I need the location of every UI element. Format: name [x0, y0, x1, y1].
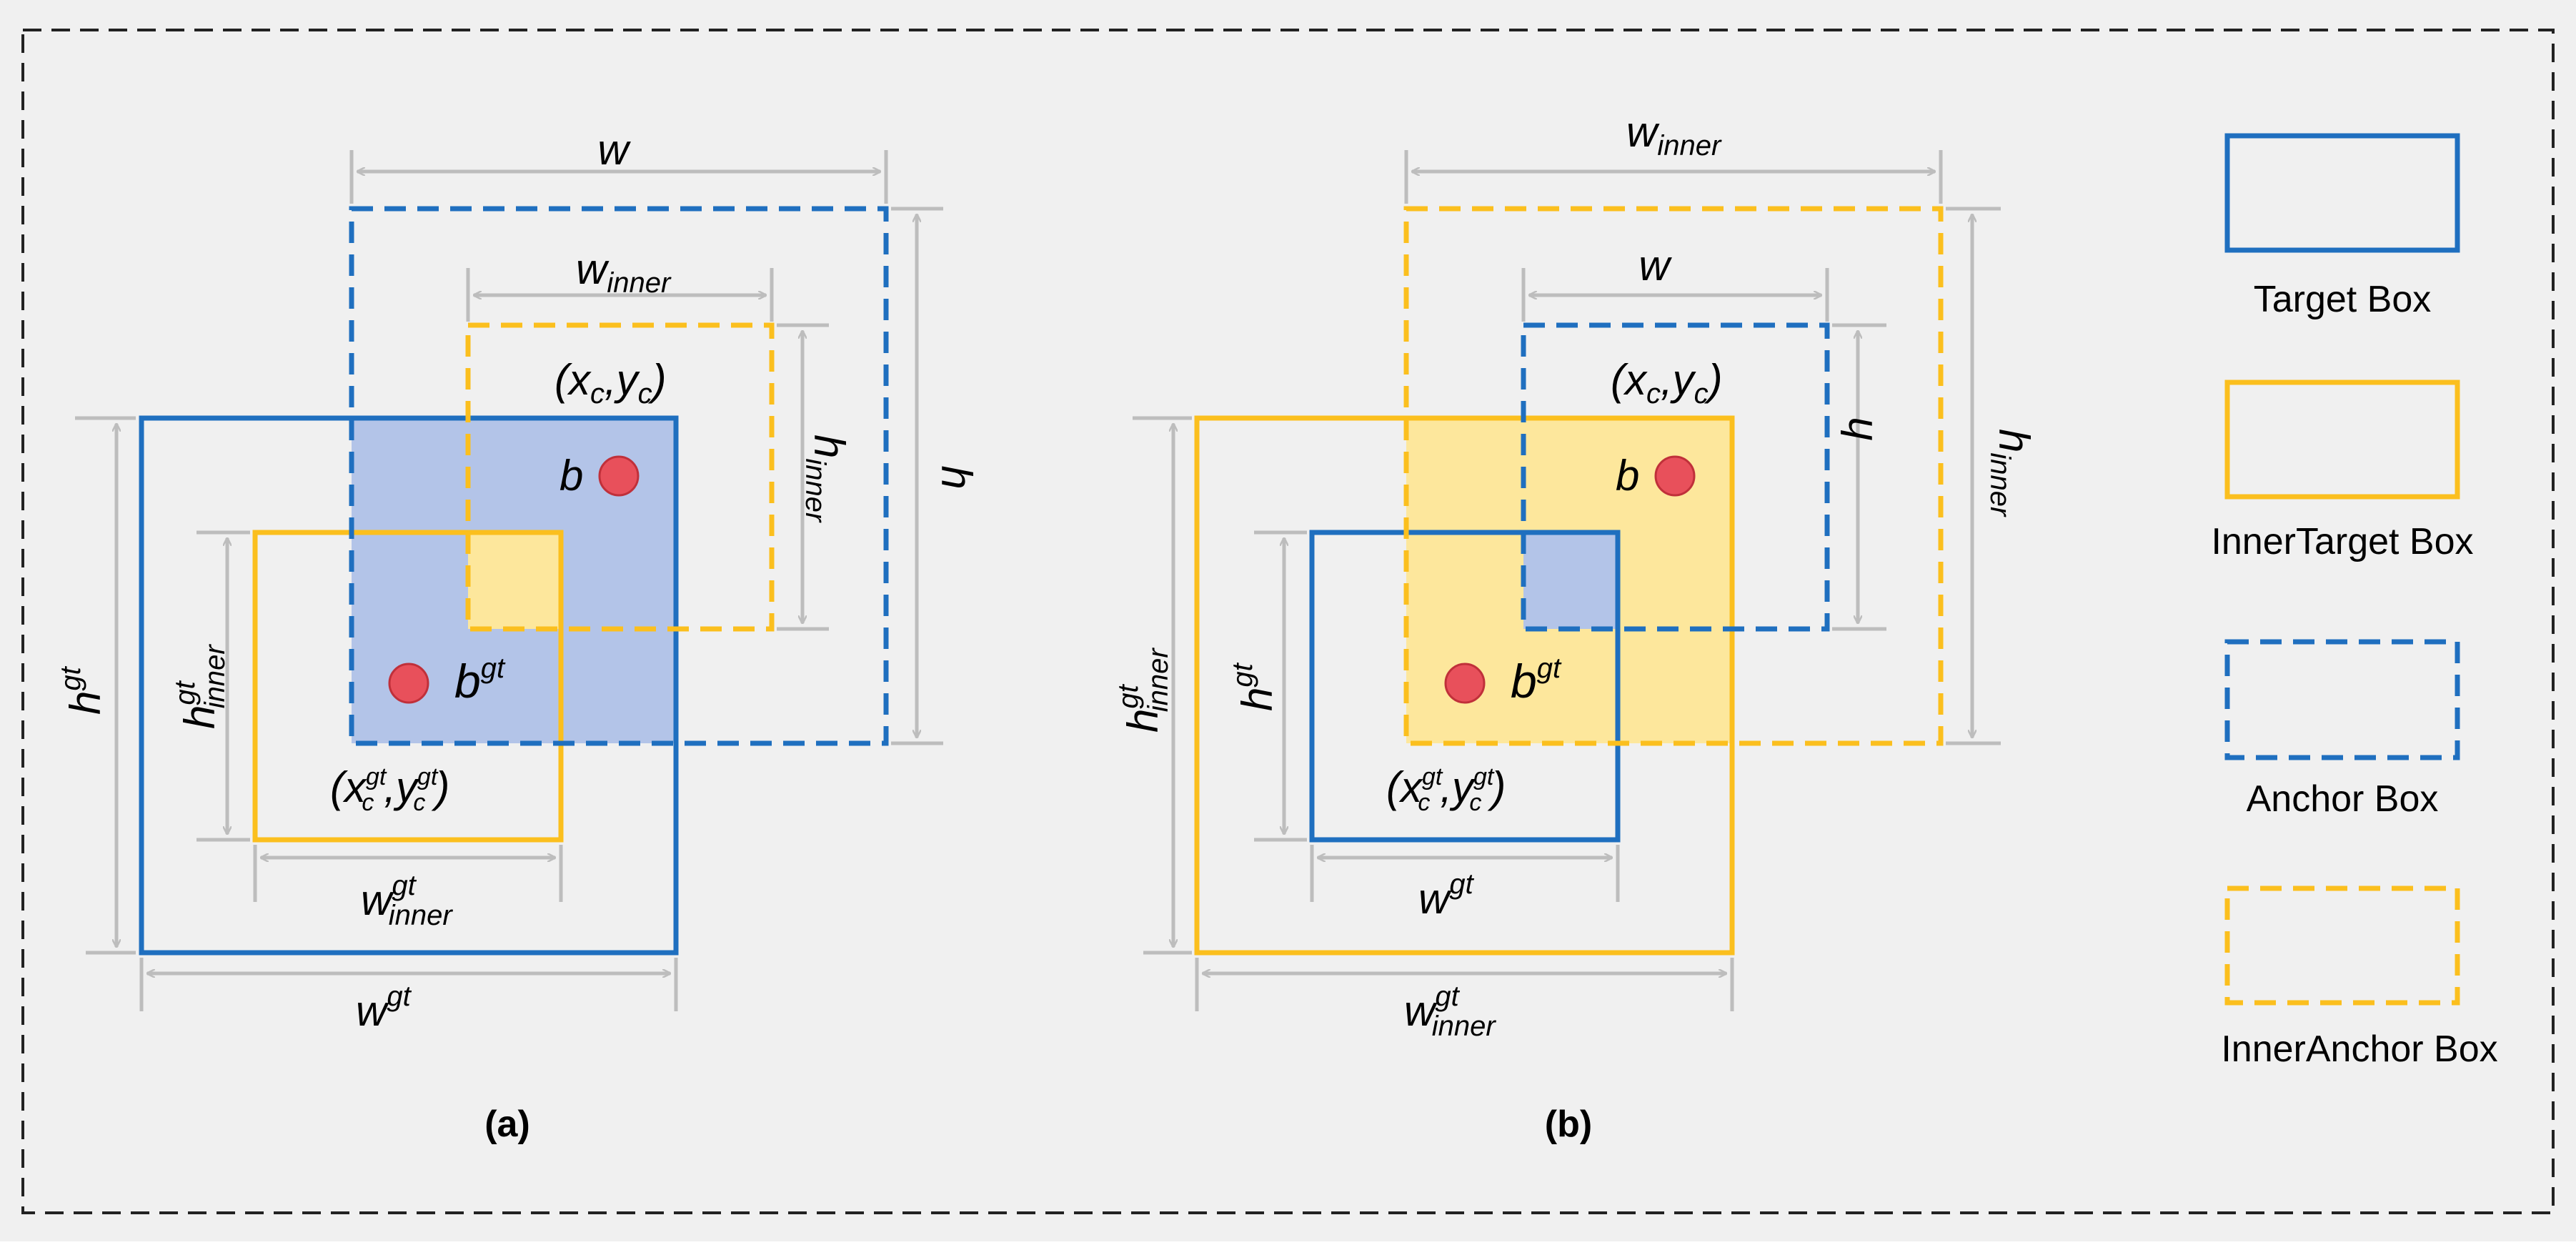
svg-text:hgt: hgt	[55, 665, 109, 715]
caption-b: (b)	[1545, 1103, 1592, 1145]
w-gt-label: wgt	[356, 981, 412, 1035]
legend-anchor-label: Anchor Box	[2247, 778, 2439, 820]
svg-text:h: h	[1834, 417, 1881, 440]
anchor-center-dot	[598, 455, 640, 497]
h-gt-label: hgt	[1227, 662, 1281, 711]
h-gt-label: hgt	[55, 665, 109, 715]
legend-anchor-swatch	[2224, 639, 2460, 760]
svg-text:h: h	[933, 465, 980, 489]
legend-inner-anchor-swatch	[2224, 886, 2460, 1006]
anchor-center-label: (xc,yc)	[555, 356, 667, 410]
target-box	[1309, 530, 1621, 843]
w-gt-label: wgt	[1418, 868, 1475, 923]
anchor-center-dot	[1654, 455, 1696, 497]
inner-overlap-region	[1523, 532, 1618, 629]
target-center-dot	[388, 663, 429, 704]
dimension-lines-b	[1133, 150, 2001, 1011]
outer-dashed-frame	[21, 29, 2555, 1214]
legend-inner-target-swatch	[2224, 380, 2460, 500]
target-box	[139, 415, 679, 956]
h-label: h	[1834, 417, 1881, 440]
anchor-box	[1521, 322, 1830, 632]
target-center-b-label: bgt	[1511, 653, 1562, 708]
svg-text:hgtinner: hgtinner	[169, 644, 231, 729]
h-inner-label: hinner	[800, 435, 853, 523]
caption-a: (a)	[484, 1103, 530, 1145]
inner-anchor-box	[465, 322, 775, 632]
svg-text:hgtinner: hgtinner	[1113, 648, 1174, 733]
anchor-center-label: (xc,yc)	[1611, 356, 1723, 410]
legend: Target Box InnerTarget Box Anchor Box In…	[2211, 133, 2498, 1070]
w-inner-label: winner	[576, 245, 672, 299]
inner-anchor-box	[1403, 206, 1944, 746]
inner-target-box	[1194, 415, 1735, 956]
legend-target-label: Target Box	[2254, 279, 2432, 320]
dimension-lines-a	[75, 150, 943, 1011]
target-center-dot	[1444, 663, 1486, 704]
svg-text:hgt: hgt	[1227, 662, 1281, 711]
legend-inner-target-label: InnerTarget Box	[2211, 521, 2473, 562]
inner-target-box	[252, 530, 564, 843]
w-label: w	[1638, 242, 1672, 289]
legend-target-swatch	[2224, 133, 2460, 253]
h-gt-inner-label: hgtinner	[169, 644, 231, 729]
legend-inner-anchor-label: InnerAnchor Box	[2221, 1028, 2497, 1070]
h-inner-label: hinner	[1984, 429, 2038, 517]
anchor-box	[349, 206, 889, 746]
w-inner-label: winner	[1626, 108, 1722, 162]
w-label: w	[597, 126, 631, 174]
h-gt-inner-label: hgtinner	[1113, 648, 1174, 733]
inner-overlap-region	[468, 532, 561, 629]
h-label: h	[933, 465, 980, 489]
target-center-b-label: bgt	[454, 653, 506, 708]
anchor-center-b-label: b	[560, 452, 583, 500]
anchor-center-b-label: b	[1616, 452, 1639, 500]
svg-text:hinner: hinner	[800, 435, 853, 523]
svg-text:hinner: hinner	[1984, 429, 2038, 517]
